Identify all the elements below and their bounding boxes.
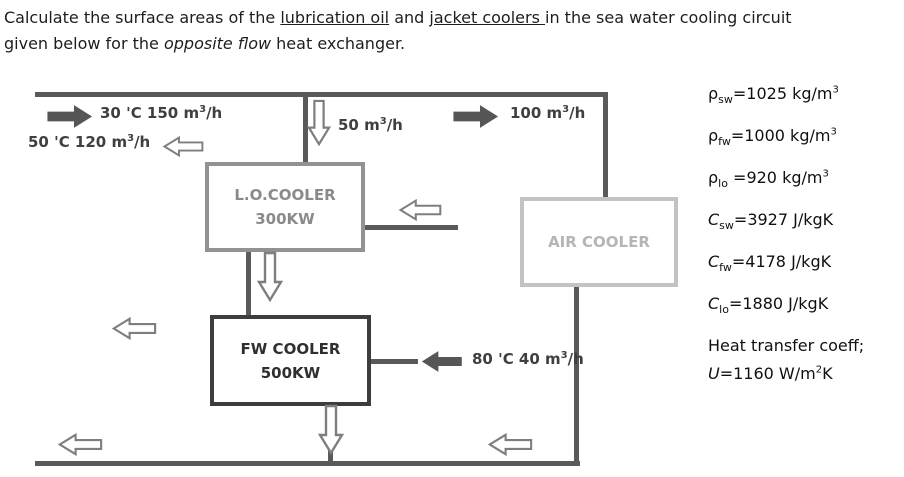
flow-exponent: 3 [560, 350, 568, 361]
fw-inlet-left-arrow-icon [421, 351, 462, 372]
flow-text: /h [386, 116, 403, 134]
fw-cooler-name: FW COOLER [240, 339, 341, 358]
flow-text: /h [134, 133, 151, 151]
property-value: =1025 kg/m [732, 84, 833, 103]
statement-text: in the sea water cooling circuit given b… [4, 8, 792, 53]
flow-label-branch: 50 m3/h [338, 116, 403, 134]
property-subscript: lo [718, 177, 728, 191]
property-symbol: C [708, 252, 720, 271]
property-exponent: 2 [815, 364, 823, 376]
bottom-left-arrow-icon [57, 432, 103, 457]
flow-text: 50 m [338, 116, 380, 134]
property-density-lo: ρlo =920 kg/m3 [708, 168, 829, 190]
problem-statement: Calculate the surface areas of the lubri… [4, 5, 824, 57]
lo-oil-left-arrow-icon [398, 198, 442, 222]
air-cooler-outlet-pipe [574, 279, 579, 466]
property-symbol: C [708, 210, 720, 229]
lo-to-fw-pipe [246, 244, 251, 318]
lo-cooler-box: L.O.COOLER 300KW [205, 162, 365, 252]
heat-transfer-text: Heat transfer coeff; [708, 336, 865, 355]
property-symbol: ρ [708, 126, 719, 145]
bottom-header-pipe [35, 461, 580, 466]
property-specific-heat-fw: Cfw=4178 J/kgK [708, 252, 831, 274]
property-density-fw: ρfw=1000 kg/m3 [708, 126, 837, 148]
flow-text: 50 'C 120 m [28, 133, 128, 151]
property-symbol: ρ [708, 84, 719, 103]
top-header-pipe [35, 92, 608, 97]
property-exponent: 3 [832, 84, 839, 96]
property-value: =3927 J/kgK [733, 210, 834, 229]
property-specific-heat-sw: Csw=3927 J/kgK [708, 210, 833, 232]
lo-cooler-power: 300KW [255, 210, 315, 228]
property-value: =4178 J/kgK [731, 252, 832, 271]
flow-text: 100 m [510, 104, 563, 122]
air-inlet-right-arrow-icon [453, 105, 499, 128]
flow-exponent: 3 [199, 104, 207, 115]
flow-label-fw-inlet: 80 'C 40 m3/h [472, 350, 584, 368]
flow-text: /h [567, 350, 584, 368]
property-subscript: fw [719, 261, 732, 275]
top-inlet-right-arrow-icon [47, 105, 93, 128]
air-cooler-inlet-pipe [603, 92, 608, 199]
flow-label-lo-outlet: 50 'C 120 m3/h [28, 133, 150, 151]
statement-text: heat exchanger. [271, 33, 406, 53]
lo-to-fw-down-arrow-icon [256, 251, 284, 303]
statement-text: and [389, 8, 430, 27]
air-cooler-box: AIR COOLER [520, 197, 678, 287]
flow-exponent: 3 [379, 116, 387, 127]
branch-down-arrow-icon [306, 99, 332, 147]
property-exponent: 3 [830, 126, 837, 138]
property-value: =1000 kg/m [730, 126, 831, 145]
flow-text: /h [569, 104, 586, 122]
heat-transfer-coeff-value: U=1160 W/m2K [708, 364, 833, 383]
lo-oil-inlet-pipe [363, 225, 458, 230]
lo-cooler-name: L.O.COOLER [234, 186, 336, 204]
statement-underlined-jacket-coolers: jacket coolers [429, 8, 545, 27]
property-symbol: C [708, 294, 720, 313]
property-subscript: sw [719, 219, 734, 233]
statement-underlined-lubrication-oil: lubrication oil [280, 8, 390, 27]
property-value: =920 kg/m [727, 168, 823, 187]
flow-label-air-inlet: 100 m3/h [510, 104, 585, 122]
statement-text: Calculate the surface areas of the [4, 8, 281, 27]
air-cooler-name: AIR COOLER [548, 233, 650, 251]
property-exponent: 3 [822, 168, 829, 180]
fw-inlet-pipe [368, 359, 418, 364]
property-value: =1880 J/kgK [728, 294, 829, 313]
property-symbol: U [708, 364, 720, 383]
property-specific-heat-lo: Clo=1880 J/kgK [708, 294, 828, 316]
bottom-middle-left-arrow-icon [487, 432, 533, 457]
property-symbol: ρ [708, 168, 719, 187]
flow-exponent: 3 [127, 133, 135, 144]
property-value: =1160 W/m [719, 364, 816, 383]
property-subscript: fw [718, 135, 731, 149]
flow-text: /h [206, 104, 223, 122]
statement-italic-opposite-flow: opposite flow [163, 33, 272, 53]
fw-cooler-box: FW COOLER 500KW [210, 315, 371, 406]
flow-exponent: 3 [562, 104, 570, 115]
heat-transfer-coeff-label: Heat transfer coeff; [708, 336, 864, 355]
flow-label-top-inlet: 30 'C 150 m3/h [100, 104, 222, 122]
lo-branch-pipe [303, 92, 308, 164]
property-subscript: sw [718, 93, 733, 107]
flow-text: 30 'C 150 m [100, 104, 200, 122]
property-density-sw: ρsw=1025 kg/m3 [708, 84, 839, 106]
flow-text: 80 'C 40 m [472, 350, 561, 368]
fw-outlet-down-arrow-icon [317, 404, 345, 456]
property-subscript: lo [719, 303, 729, 317]
fw-cooler-power: 500KW [260, 363, 321, 382]
lo-outlet-left-arrow-icon [162, 135, 204, 158]
fw-left-outlet-arrow-icon [111, 316, 157, 341]
property-suffix: K [822, 364, 833, 383]
